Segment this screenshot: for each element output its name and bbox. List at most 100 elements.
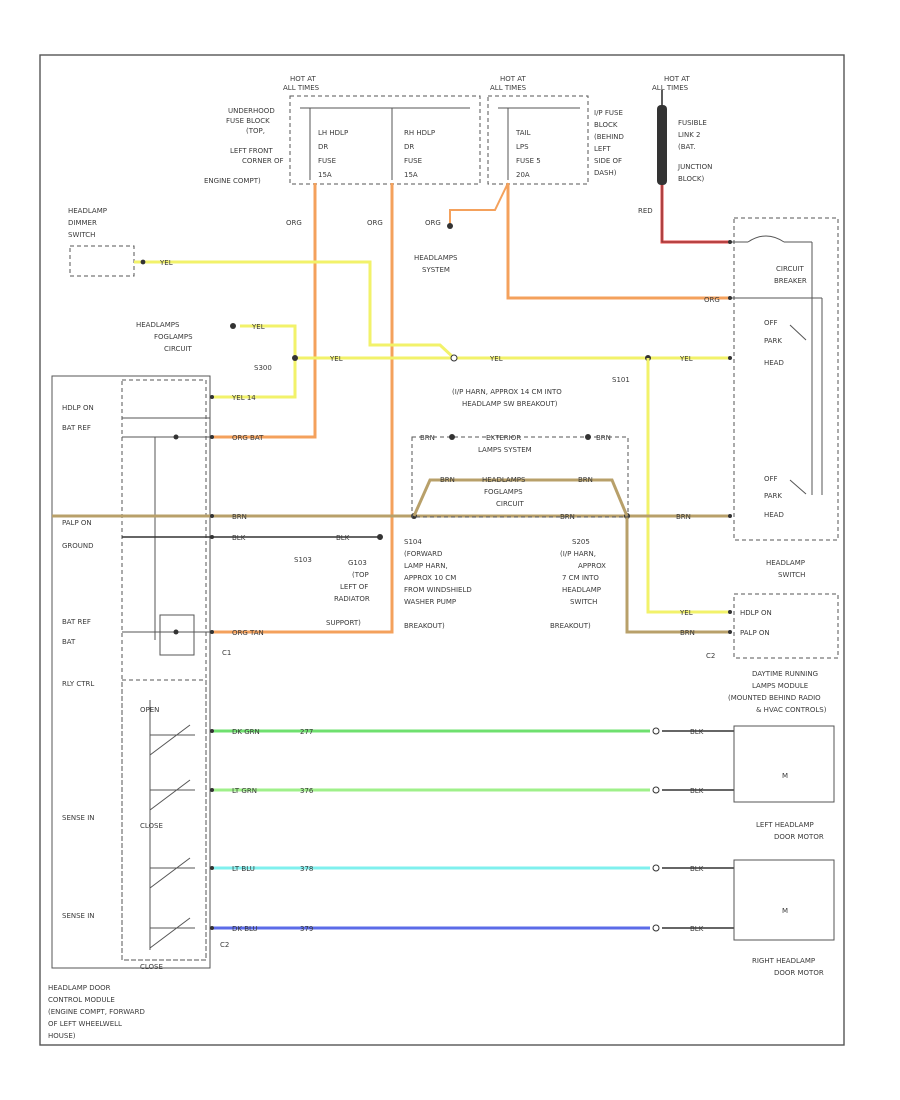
svg-text:DR: DR (404, 143, 414, 151)
svg-text:BRN: BRN (232, 513, 247, 521)
svg-text:DOOR MOTOR: DOOR MOTOR (774, 969, 824, 977)
svg-text:FUSE BLOCK: FUSE BLOCK (226, 117, 270, 125)
svg-text:S104: S104 (404, 538, 422, 546)
svg-text:BRN: BRN (680, 629, 695, 637)
hot-label-2: HOT AT (500, 75, 527, 83)
svg-text:LT BLU: LT BLU (232, 865, 255, 873)
svg-text:(I/P HARN, APPROX 14 CM INTO: (I/P HARN, APPROX 14 CM INTO (452, 388, 562, 396)
svg-text:HEAD: HEAD (764, 511, 784, 519)
hot-label-1: HOT AT (290, 75, 317, 83)
rh-hdlp-fuse: RH HDLP DR FUSE 15A (404, 129, 435, 179)
yel-wire-module (212, 358, 297, 399)
dimmer-switch-label: HEADLAMP DIMMER SWITCH (68, 207, 107, 239)
svg-text:PALP ON: PALP ON (62, 519, 92, 527)
right-headlamp-door-motor (733, 859, 835, 941)
org-wire-tail (506, 183, 730, 300)
svg-text:I/P FUSE: I/P FUSE (594, 109, 623, 117)
svg-text:376: 376 (300, 787, 314, 795)
yel-wire-dimmer (134, 260, 456, 360)
svg-text:DIMMER: DIMMER (68, 219, 97, 227)
svg-text:BREAKOUT): BREAKOUT) (550, 622, 591, 630)
svg-text:277: 277 (300, 728, 313, 736)
svg-text:SYSTEM: SYSTEM (422, 266, 450, 274)
svg-text:DASH): DASH) (594, 169, 617, 177)
svg-text:20A: 20A (516, 171, 530, 179)
svg-text:OFF: OFF (764, 475, 778, 483)
svg-text:RLY CTRL: RLY CTRL (62, 680, 94, 688)
svg-text:BLOCK): BLOCK) (678, 175, 704, 183)
svg-text:LAMP HARN,: LAMP HARN, (404, 562, 448, 570)
svg-text:SIDE OF: SIDE OF (594, 157, 622, 165)
yel-label-1: YEL (159, 259, 173, 267)
svg-text:RIGHT HEADLAMP: RIGHT HEADLAMP (752, 957, 815, 965)
svg-text:15A: 15A (318, 171, 332, 179)
circuit-breaker-icon (747, 235, 785, 243)
svg-text:M: M (782, 772, 788, 780)
svg-text:BRN: BRN (676, 513, 691, 521)
fog-circuit-label: HEADLAMPS FOGLAMPS CIRCUIT (136, 321, 193, 353)
yel-label-2: YEL (251, 323, 265, 331)
svg-text:LH HDLP: LH HDLP (318, 129, 348, 137)
outer-frame (39, 54, 845, 1046)
svg-text:BAT REF: BAT REF (62, 424, 91, 432)
svg-text:FOGLAMPS: FOGLAMPS (484, 488, 523, 496)
svg-text:15A: 15A (404, 171, 418, 179)
svg-text:SWITCH: SWITCH (68, 231, 95, 239)
svg-text:HDLP ON: HDLP ON (740, 609, 772, 617)
s205-label: S205 (I/P HARN, APPROX 7 CM INTO HEADLAM… (550, 538, 606, 630)
svg-text:(MOUNTED BEHIND RADIO: (MOUNTED BEHIND RADIO (728, 694, 821, 702)
svg-text:BLK: BLK (690, 787, 704, 795)
svg-text:DR: DR (318, 143, 328, 151)
s103-label: S103 (294, 556, 312, 564)
headlamp-dimmer-switch (69, 245, 135, 277)
svg-text:LPS: LPS (516, 143, 529, 151)
underhood-fuse-block (289, 95, 481, 185)
exterior-lamps-box (411, 436, 629, 518)
svg-text:FUSE: FUSE (318, 157, 336, 165)
svg-text:DK BLU: DK BLU (232, 925, 258, 933)
svg-text:PARK: PARK (764, 337, 782, 345)
svg-text:BREAKER: BREAKER (774, 277, 807, 285)
svg-text:HEADLAMP: HEADLAMP (562, 586, 601, 594)
org-wire-rh (212, 183, 394, 634)
svg-text:SENSE IN: SENSE IN (62, 912, 95, 920)
svg-text:BAT REF: BAT REF (62, 618, 91, 626)
right-motor-label: RIGHT HEADLAMP DOOR MOTOR (752, 957, 824, 977)
svg-text:LT GRN: LT GRN (232, 787, 257, 795)
svg-text:FOGLAMPS: FOGLAMPS (154, 333, 193, 341)
svg-text:ALL TIMES: ALL TIMES (490, 84, 527, 92)
svg-text:FROM WINDSHIELD: FROM WINDSHIELD (404, 586, 472, 594)
svg-text:ALL TIMES: ALL TIMES (652, 84, 689, 92)
svg-text:BLK: BLK (232, 534, 246, 542)
svg-text:S205: S205 (572, 538, 590, 546)
ip-fuse-block (487, 95, 589, 185)
svg-text:C2: C2 (220, 941, 229, 949)
svg-text:SWITCH: SWITCH (570, 598, 597, 606)
svg-text:CLOSE: CLOSE (140, 963, 163, 971)
brn-wire-switch (625, 516, 730, 634)
headlamp-switch-label: HEADLAMP SWITCH (766, 559, 805, 579)
underhood-fuse-block-label: UNDERHOOD FUSE BLOCK (TOP, LEFT FRONT CO… (204, 107, 284, 185)
exterior-lamps-label: EXTERIOR (486, 434, 521, 442)
svg-text:BAT: BAT (62, 638, 76, 646)
svg-text:YEL: YEL (679, 609, 693, 617)
svg-text:7 CM INTO: 7 CM INTO (562, 574, 599, 582)
svg-text:378: 378 (300, 865, 313, 873)
org-tan-label: ORG TAN (232, 629, 264, 637)
svg-text:BRN: BRN (420, 434, 435, 442)
svg-text:APPROX 10 CM: APPROX 10 CM (404, 574, 456, 582)
s104-label: S104 (FORWARD LAMP HARN, APPROX 10 CM FR… (404, 538, 472, 630)
svg-text:OF LEFT WHEELWELL: OF LEFT WHEELWELL (48, 1020, 122, 1028)
org-bat-label: ORG BAT (232, 434, 264, 442)
svg-text:FUSE: FUSE (404, 157, 422, 165)
svg-text:G103: G103 (348, 559, 367, 567)
svg-text:HDLP ON: HDLP ON (62, 404, 94, 412)
svg-text:ORG: ORG (704, 296, 720, 304)
fusible-link-label: FUSIBLE LINK 2 (BAT. JUNCTION BLOCK) (677, 119, 712, 183)
svg-text:BRN: BRN (560, 513, 575, 521)
svg-text:BLOCK: BLOCK (594, 121, 618, 129)
svg-text:HEADLAMP: HEADLAMP (766, 559, 805, 567)
org-label-b: ORG (367, 219, 383, 227)
svg-text:M: M (782, 907, 788, 915)
